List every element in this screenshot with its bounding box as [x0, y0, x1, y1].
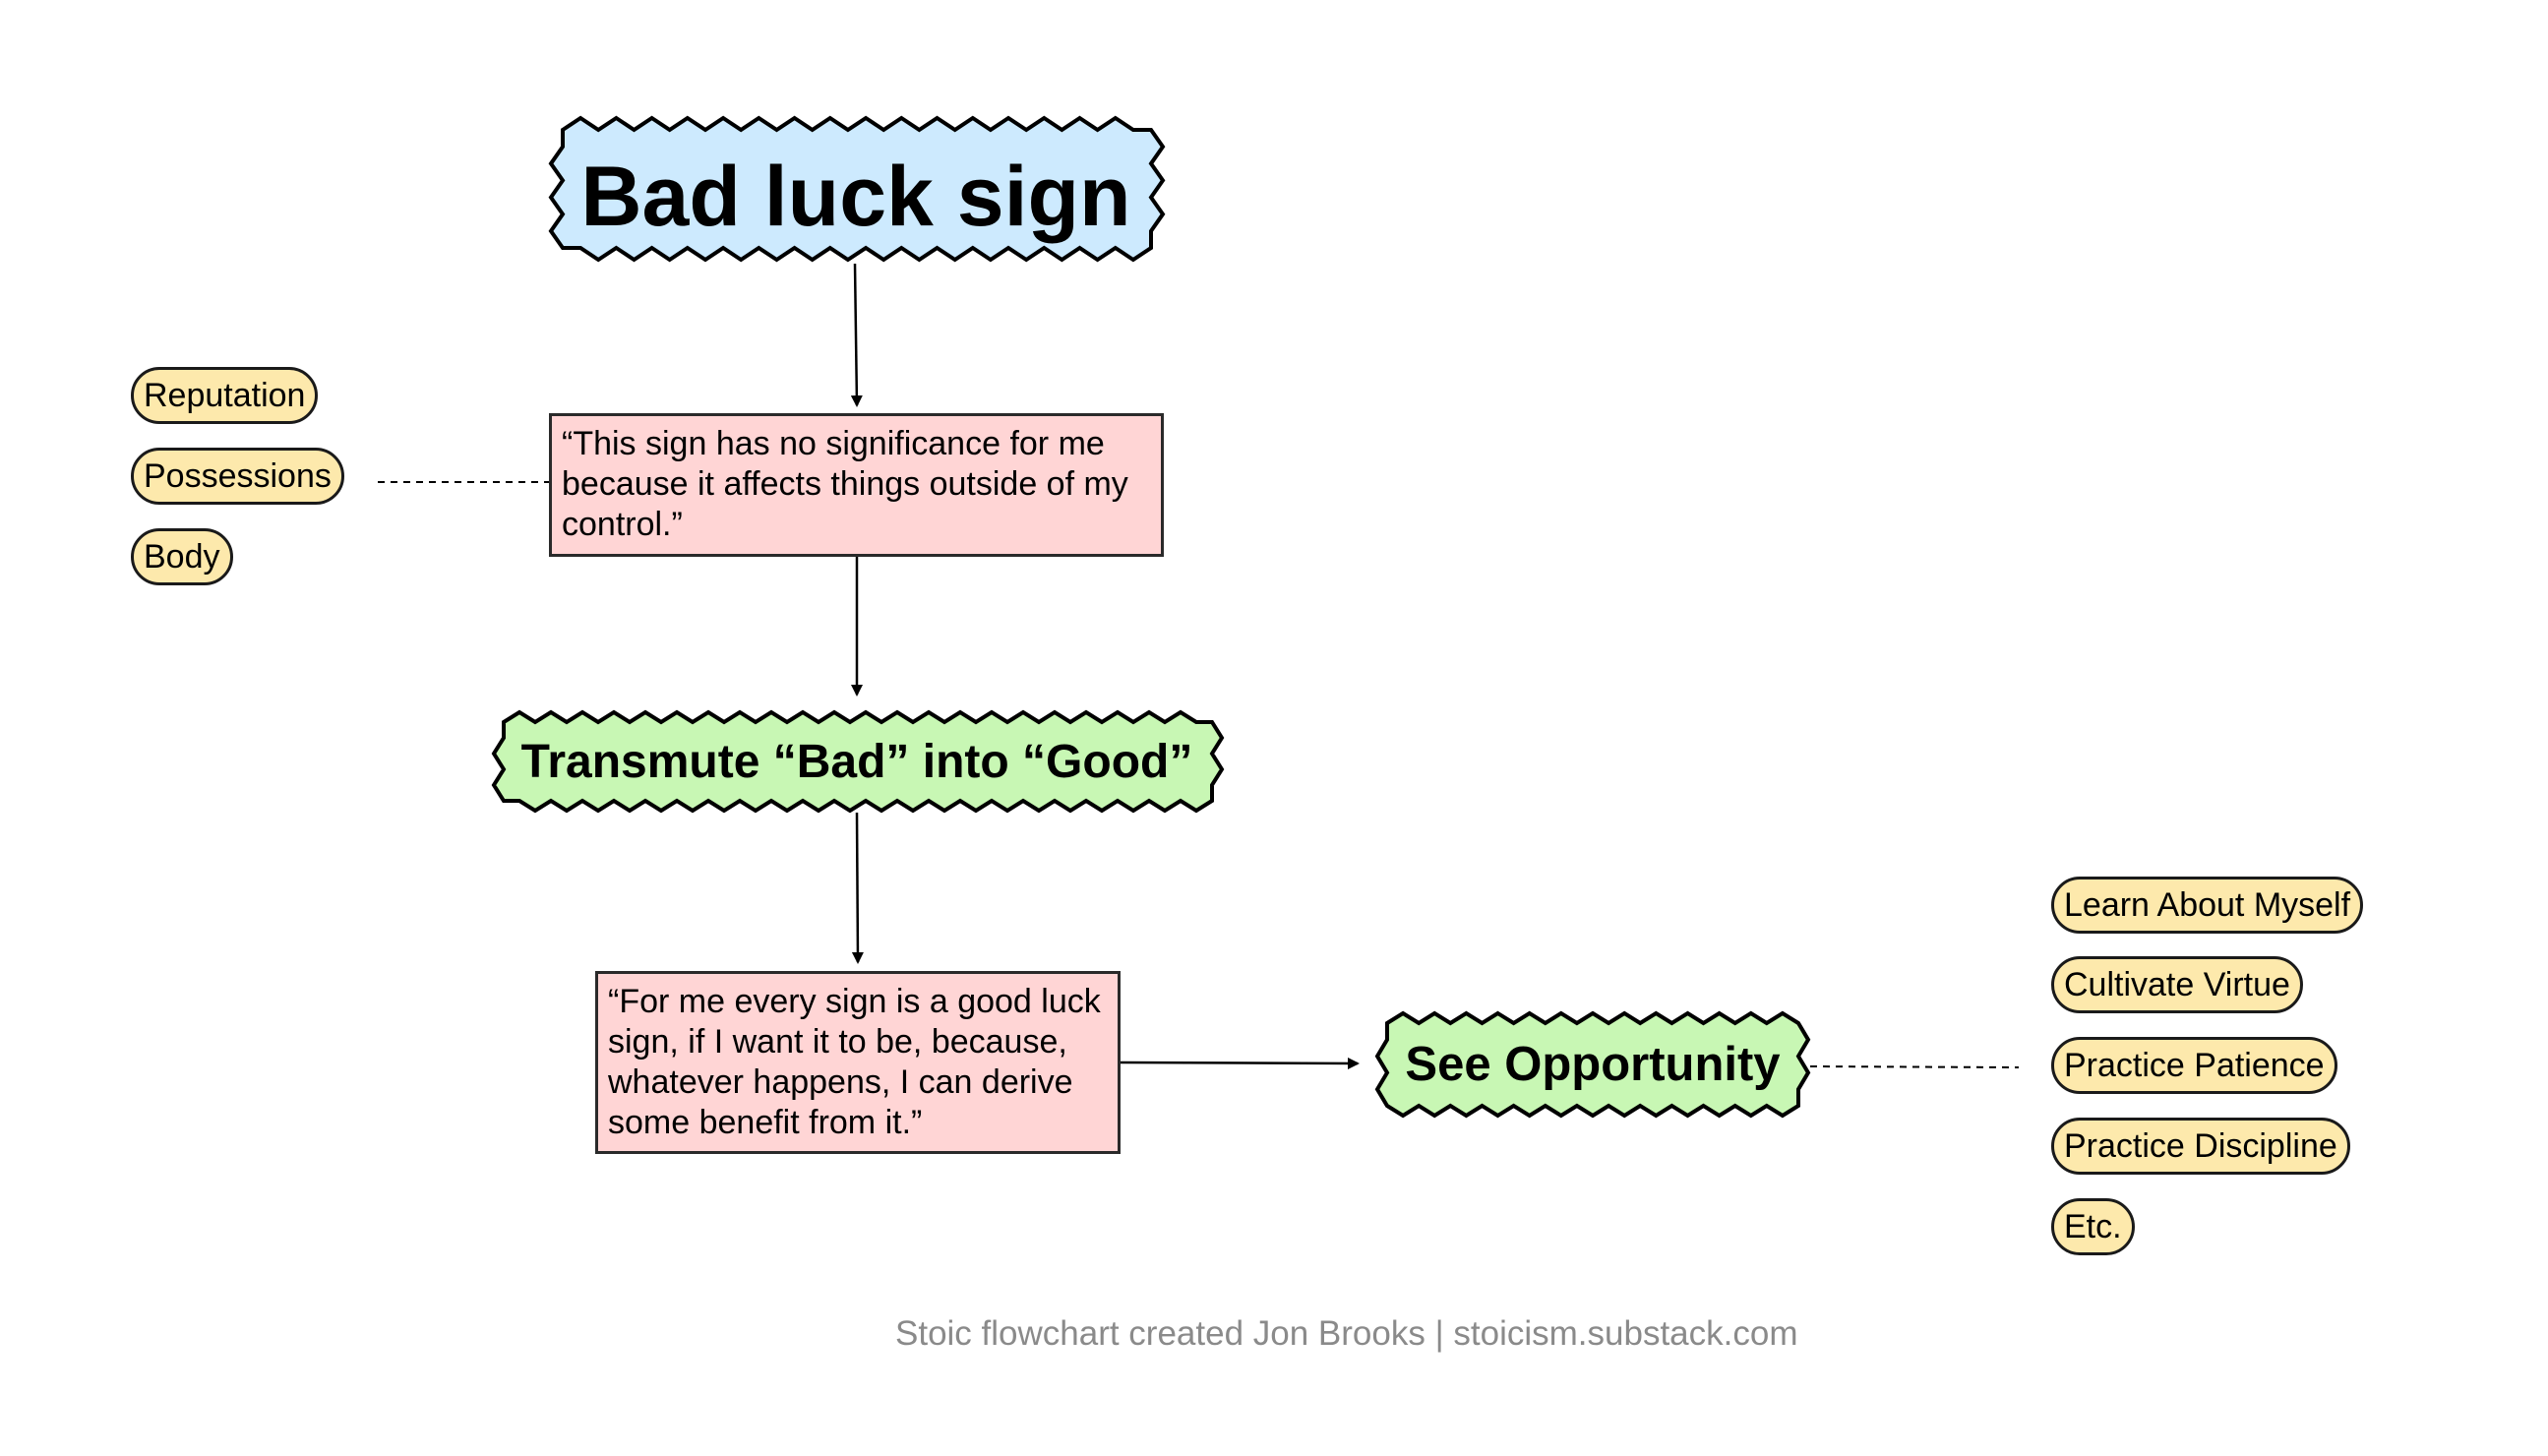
tag-practice-patience: Practice Patience — [2051, 1037, 2337, 1094]
tag-reputation: Reputation — [131, 367, 319, 424]
tag-possessions: Possessions — [131, 448, 344, 505]
opportunity-node-label: See Opportunity — [1405, 1038, 1781, 1091]
tag-etc: Etc. — [2051, 1198, 2135, 1255]
tag-learn-about-myself: Learn About Myself — [2051, 877, 2364, 934]
transmute-node-shape — [491, 709, 1225, 814]
edge-start-to-control — [850, 263, 863, 407]
tag-body: Body — [131, 528, 233, 585]
opportunity-node-shape — [1374, 1010, 1811, 1119]
benefit-quote-box: “For me every sign is a good luck sign, … — [595, 971, 1121, 1154]
start-node-label: Bad luck sign — [580, 149, 1131, 244]
edge-opportunity-to-tags — [1809, 1065, 2020, 1068]
start-node-shape — [548, 115, 1166, 263]
transmute-node-label: Transmute “Bad” into “Good” — [520, 735, 1193, 788]
footer-credit: Stoic flowchart created Jon Brooks | sto… — [895, 1314, 1798, 1353]
edge-transmute-to-benefit — [851, 812, 864, 964]
tag-practice-discipline: Practice Discipline — [2051, 1118, 2350, 1175]
tag-cultivate-virtue: Cultivate Virtue — [2051, 956, 2303, 1013]
edge-benefit-to-opportunity — [1120, 1057, 1360, 1069]
control-quote-box: “This sign has no significance for me be… — [549, 413, 1164, 557]
